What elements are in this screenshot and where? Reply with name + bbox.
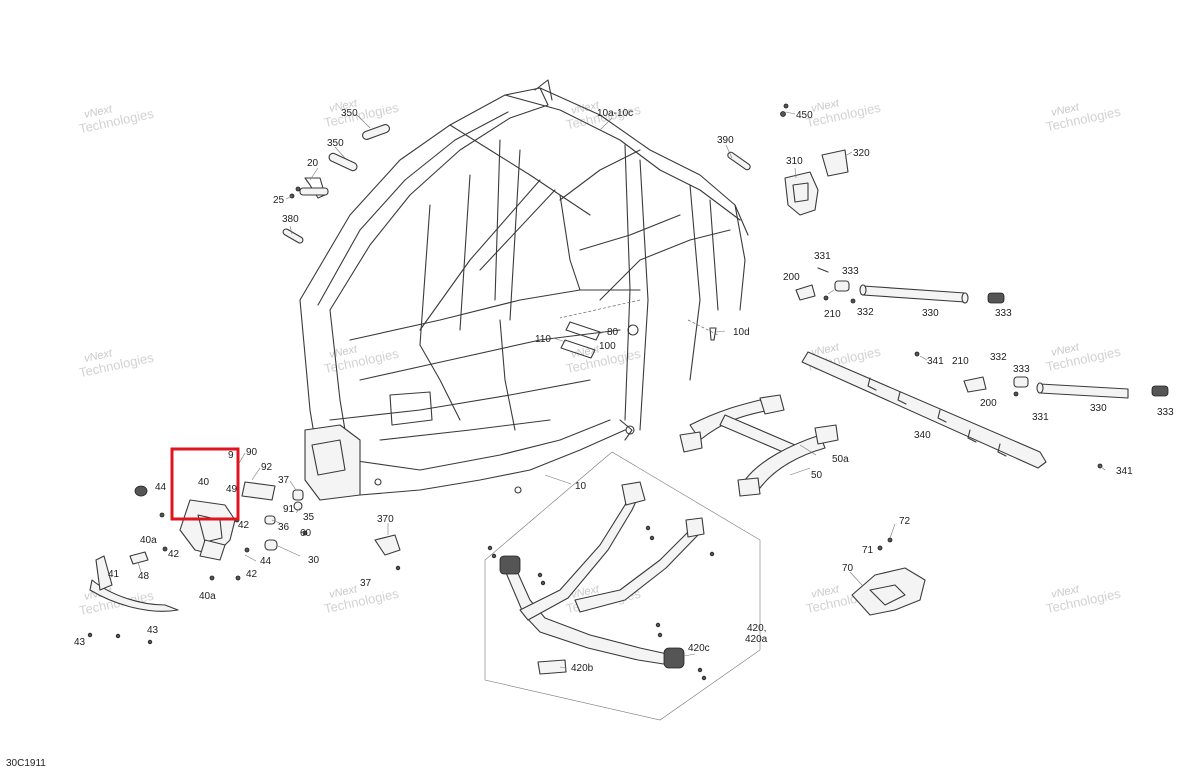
callout-36: 36	[278, 522, 290, 533]
callout-91: 91	[283, 504, 295, 515]
callout-200: 200	[980, 398, 997, 409]
watermark-line1: vNext	[328, 343, 359, 361]
watermark-line1: vNext	[1050, 341, 1081, 359]
callout-450: 450	[796, 110, 813, 121]
callout-71: 71	[862, 545, 874, 556]
callout-420c: 420c	[688, 643, 710, 654]
callout-333: 333	[995, 308, 1012, 319]
callout-341: 341	[927, 356, 944, 367]
callout-labels: 450 10a-10c 350 350 20 25 380 390 310 32…	[74, 108, 1174, 674]
reference-code: 30C1911	[6, 758, 46, 769]
callout-370: 370	[377, 514, 394, 525]
callout-310: 310	[786, 156, 803, 167]
callout-341: 341	[1116, 466, 1133, 477]
callout-320: 320	[853, 148, 870, 159]
callout-42: 42	[168, 549, 180, 560]
callout-390: 390	[717, 135, 734, 146]
callout-350: 350	[341, 108, 358, 119]
callout-44: 44	[155, 482, 167, 493]
callout-333: 333	[1013, 364, 1030, 375]
watermark-line1: vNext	[83, 347, 114, 365]
callout-90: 90	[246, 447, 258, 458]
callout-72: 72	[899, 516, 911, 527]
callout-333: 333	[842, 266, 859, 277]
callout-35: 35	[303, 512, 315, 523]
callout-50: 50	[811, 470, 823, 481]
callout-332: 332	[990, 352, 1007, 363]
callout-70: 70	[842, 563, 854, 574]
callout-210: 210	[952, 356, 969, 367]
callout-9: 9	[228, 450, 234, 461]
callout-40: 40	[198, 477, 210, 488]
reference-lines	[484, 299, 761, 721]
watermark-line1: vNext	[328, 583, 359, 601]
callout-200: 200	[783, 272, 800, 283]
callout-420b: 420b	[571, 663, 594, 674]
watermark-line1: vNext	[810, 583, 841, 601]
highlight-box	[170, 447, 240, 521]
callout-42: 42	[246, 569, 258, 580]
main-frame	[299, 79, 749, 501]
callout-330: 330	[1090, 403, 1107, 414]
callout-10d: 10d	[733, 327, 750, 338]
callout-331: 331	[814, 251, 831, 262]
callout-44: 44	[260, 556, 272, 567]
callout-49: 49	[226, 484, 238, 495]
callout-37: 37	[360, 578, 372, 589]
watermark-line1: vNext	[810, 97, 841, 115]
callout-420a: 420a	[745, 634, 768, 645]
watermark-line1: vNext	[810, 341, 841, 359]
callout-40a: 40a	[140, 535, 157, 546]
callout-80: 80	[607, 327, 619, 338]
leader-lines	[137, 111, 1106, 669]
watermark-line1: vNext	[83, 103, 114, 121]
watermark-line1: vNext	[570, 343, 601, 361]
watermarks: vNext Technologies vNext Technologies vN…	[78, 97, 1123, 618]
watermark-line1: vNext	[328, 97, 359, 115]
callout-40a: 40a	[199, 591, 216, 602]
callout-10: 10	[575, 481, 587, 492]
callout-110: 110	[535, 334, 551, 345]
callout-333: 333	[1157, 407, 1174, 418]
callout-25: 25	[273, 195, 285, 206]
callout-332: 332	[857, 307, 874, 318]
callout-20: 20	[307, 158, 319, 169]
callout-41: 41	[108, 569, 120, 580]
watermark-line1: vNext	[1050, 101, 1081, 119]
callout-42: 42	[238, 520, 250, 531]
callout-210: 210	[824, 309, 841, 320]
callout-43: 43	[74, 637, 86, 648]
upper-left-parts	[282, 103, 849, 244]
callout-37: 37	[278, 475, 290, 486]
callout-92: 92	[261, 462, 273, 473]
callout-43: 43	[147, 625, 159, 636]
front-left-parts	[87, 321, 926, 645]
right-side-parts	[709, 267, 1169, 469]
callout-380: 380	[282, 214, 299, 225]
callout-10a-10c: 10a-10c	[597, 108, 633, 119]
trailing-arm-assembly	[487, 481, 715, 681]
callout-30: 30	[308, 555, 320, 566]
callout-420: 420,	[747, 623, 766, 634]
callout-48: 48	[138, 571, 150, 582]
callout-350: 350	[327, 138, 344, 149]
callout-330: 330	[922, 308, 939, 319]
watermark-line1: vNext	[1050, 583, 1081, 601]
callout-50a: 50a	[832, 454, 849, 465]
callout-60: 60	[300, 528, 312, 539]
callout-340: 340	[914, 430, 931, 441]
callout-100: 100	[599, 341, 616, 352]
callout-331: 331	[1032, 412, 1049, 423]
